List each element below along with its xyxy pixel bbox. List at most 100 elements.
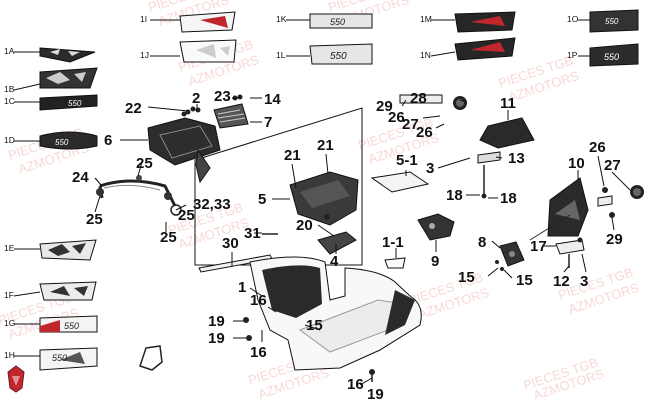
callout: 16 [250, 344, 267, 361]
decal-model-text: 550 [55, 138, 69, 147]
callout: 19 [208, 313, 225, 330]
callout: 18 [446, 187, 463, 204]
decal-1k: 1K 550 [276, 13, 373, 29]
decal-1f: 1F [4, 281, 97, 301]
callout: 9 [431, 253, 439, 270]
callout: 2 [192, 90, 200, 107]
brand-logo [7, 365, 25, 393]
decal-1l: 1L 550 [276, 43, 373, 65]
bracket-12 [555, 237, 585, 268]
callout: 19 [367, 386, 384, 400]
callout: 31 [244, 225, 261, 242]
callout: 28 [410, 90, 427, 107]
decal-1c: 1C 550 [4, 94, 98, 111]
lead-line [529, 214, 571, 241]
callout: 19 [208, 330, 225, 347]
callout: 23 [214, 88, 231, 105]
decal-1n: 1N [420, 37, 516, 61]
rear-fender [249, 256, 422, 371]
callout: 10 [568, 155, 585, 172]
callout: 21 [284, 147, 301, 164]
decal-1i: 1I [140, 11, 236, 33]
callout: 27 [402, 116, 419, 133]
bolt [181, 111, 187, 117]
callout: 11 [500, 95, 516, 112]
plate-bracket-8 [495, 241, 525, 271]
callout: 6 [104, 132, 112, 149]
decal-model-text: 550 [64, 321, 79, 331]
decal-label: 1F [4, 290, 14, 300]
decal-label: 1J [140, 50, 149, 60]
callout: 4 [330, 253, 339, 270]
callout: 30 [222, 235, 239, 252]
callout: 12 [553, 273, 570, 290]
callout: 22 [125, 100, 142, 117]
bolt [195, 107, 201, 113]
callout: 25 [160, 229, 177, 246]
decal-label: 1B [4, 84, 15, 94]
decal-model-text: 550 [604, 52, 619, 62]
plate-7 [213, 103, 249, 129]
callout: 15 [516, 272, 533, 289]
callout: 7 [264, 114, 272, 131]
decal-label: 1A [4, 46, 15, 56]
callout-labels: 22 2 23 14 7 6 25 24 25 25 32,33 25 30 3… [72, 88, 623, 400]
bracket-4 [317, 231, 357, 255]
decal-label: 1I [140, 14, 147, 24]
battery-tray [289, 171, 359, 226]
callout: 5-1 [396, 152, 418, 169]
callout: 5 [258, 191, 266, 208]
decal-model-text: 550 [68, 99, 82, 108]
rear-carrier [147, 117, 221, 184]
decal-model-text: 550 [52, 353, 67, 363]
decal-label: 1G [4, 318, 15, 328]
callout: 26 [416, 124, 433, 141]
callout: 32,33 [193, 196, 231, 213]
decal-label: 1K [276, 14, 287, 24]
license-light [417, 213, 455, 241]
decal-1b: 1B [4, 67, 98, 94]
reflector-right [597, 185, 644, 218]
decal-label: 1C [4, 96, 15, 106]
callout: 15 [306, 317, 323, 334]
bolt [246, 335, 252, 341]
callout: 16 [250, 292, 267, 309]
callout: 25 [86, 211, 103, 228]
decal-1m: 1M [420, 11, 516, 33]
grab-handle [96, 175, 182, 216]
decal-1g: 1G 550 [4, 315, 98, 333]
decal-label: 1L [276, 50, 286, 60]
bracket-11 [479, 117, 535, 149]
part-1-1 [384, 257, 406, 269]
decal-label: 1P [567, 50, 578, 60]
callout: 21 [317, 137, 334, 154]
callout: 15 [458, 269, 475, 286]
callout: 16 [347, 376, 364, 393]
callout: 20 [296, 217, 313, 234]
bolt [481, 193, 487, 199]
bolt [243, 317, 249, 323]
decal-model-text: 550 [605, 17, 619, 26]
decal-1o: 1O 550 [567, 9, 639, 33]
decal-1d: 1D 550 [4, 131, 98, 150]
callout: 14 [264, 91, 281, 108]
callout: 8 [478, 234, 486, 251]
decal-model-text: 550 [330, 51, 347, 62]
callout: 17 [530, 238, 547, 255]
decal-1h: 1H 550 [4, 347, 98, 371]
decal-1j: 1J [140, 39, 237, 63]
callout: 1 [238, 279, 246, 296]
decal-label: 1N [420, 50, 431, 60]
assembly-boundary [194, 107, 363, 266]
decal-label: 1E [4, 243, 15, 253]
decal-label: 1M [420, 14, 432, 24]
bolt [237, 94, 243, 100]
callout: 3 [580, 273, 588, 290]
tray-5-1 [370, 171, 430, 193]
leader-lines [94, 97, 631, 386]
mudguard-10 [547, 177, 589, 237]
callout: 18 [500, 190, 517, 207]
decal-model-text: 550 [330, 17, 345, 27]
decal-1p: 1P 550 [567, 43, 639, 67]
